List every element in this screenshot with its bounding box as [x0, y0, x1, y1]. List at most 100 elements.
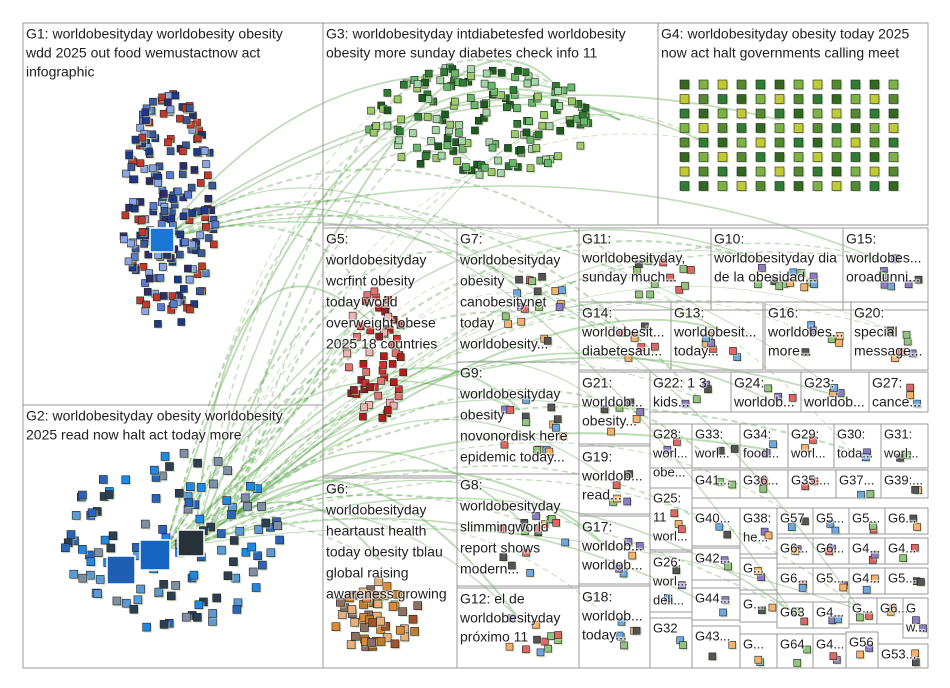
node — [801, 517, 809, 526]
group-label-g9: worldobesityday — [459, 385, 560, 401]
node — [254, 525, 264, 534]
node — [829, 652, 838, 660]
node — [166, 105, 175, 114]
node — [209, 240, 218, 249]
node — [774, 181, 785, 191]
node — [443, 141, 452, 150]
group-label-g7: worldobesity... — [459, 335, 548, 351]
group-label-g1: infographic — [26, 63, 95, 79]
node — [812, 123, 823, 133]
node — [208, 181, 217, 190]
node — [513, 289, 522, 298]
group-label-g20: message... — [854, 342, 922, 358]
node — [774, 79, 785, 90]
node — [133, 595, 143, 605]
node — [345, 363, 353, 372]
group-label-g41: G41... — [695, 472, 730, 487]
group-label-g31: G31: — [884, 426, 912, 441]
node — [142, 300, 150, 309]
node — [197, 249, 206, 257]
group-label-g9: novonordisk here — [460, 427, 568, 443]
edge — [194, 501, 381, 561]
node — [758, 264, 766, 272]
node — [878, 271, 887, 280]
group-label-g18: G18: — [582, 588, 612, 604]
node — [831, 108, 842, 119]
node — [95, 575, 105, 584]
node — [374, 577, 384, 586]
node — [891, 254, 899, 263]
node — [181, 238, 189, 246]
node — [904, 280, 913, 289]
node — [194, 600, 204, 610]
node — [372, 122, 381, 130]
edge — [194, 285, 381, 546]
node — [869, 137, 880, 148]
node — [626, 398, 635, 407]
group-label-gd: G... — [743, 636, 764, 651]
node — [758, 606, 766, 614]
node — [620, 641, 628, 650]
node — [554, 87, 562, 95]
node — [396, 321, 405, 329]
node — [679, 641, 687, 649]
node — [801, 444, 809, 452]
node — [159, 580, 168, 589]
group-label-g13: worldobesit... — [673, 323, 756, 339]
node — [913, 399, 921, 408]
group-label-g6b: G6... — [780, 540, 808, 555]
group-label-g7: G7: — [460, 230, 483, 246]
node — [525, 117, 533, 126]
node — [728, 480, 737, 489]
node — [145, 147, 153, 156]
node — [125, 151, 133, 160]
node — [809, 436, 817, 444]
node — [223, 466, 233, 475]
node — [246, 481, 255, 491]
group-label-g17: worldob... — [581, 537, 643, 553]
node — [421, 78, 429, 87]
node — [708, 652, 717, 661]
node — [760, 527, 769, 536]
edge — [229, 299, 801, 521]
node — [193, 134, 202, 143]
node — [862, 585, 871, 594]
group-label-g3: obesity more sunday diabetes check info … — [326, 44, 598, 60]
group-label-g10: G10: — [714, 230, 744, 246]
node — [166, 591, 176, 601]
edge — [164, 87, 621, 551]
group-label-g37: G37... — [839, 472, 874, 487]
node — [212, 593, 221, 603]
group-label-g27: G27: — [872, 374, 902, 390]
node — [663, 445, 672, 454]
node — [526, 569, 534, 577]
node — [793, 79, 804, 90]
node — [452, 138, 460, 147]
node — [434, 142, 443, 151]
node — [171, 91, 180, 100]
node — [494, 156, 502, 165]
node — [504, 144, 512, 152]
node — [446, 120, 455, 129]
node — [679, 123, 690, 133]
node — [359, 359, 368, 368]
group-label-gw: w... — [905, 619, 926, 634]
node — [384, 312, 392, 321]
node — [441, 110, 449, 119]
node — [459, 78, 467, 87]
group-label-g8: slimmingworld — [460, 518, 549, 534]
node — [507, 614, 516, 623]
node — [545, 447, 554, 456]
node — [196, 179, 205, 187]
edge — [164, 356, 851, 551]
node — [388, 360, 397, 368]
group-label-g6a: G6... — [888, 510, 916, 525]
node — [377, 377, 386, 385]
node — [644, 256, 653, 265]
node — [736, 108, 747, 119]
node — [343, 349, 352, 358]
node — [607, 427, 615, 436]
node — [384, 295, 392, 304]
node — [130, 253, 139, 261]
group-label-g22: G22: 1 3 — [653, 374, 707, 390]
